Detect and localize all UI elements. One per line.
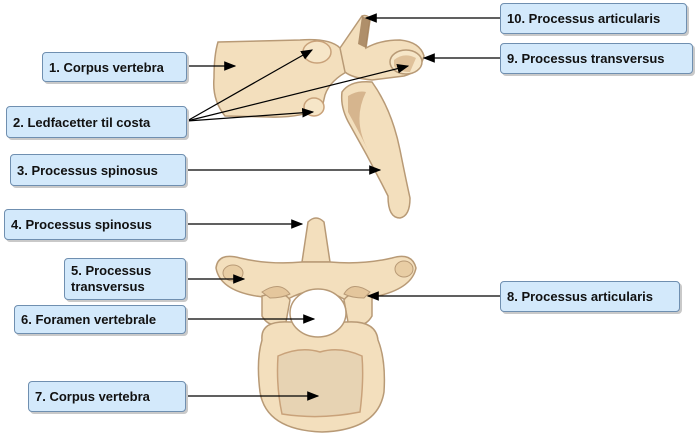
pointer-arrows xyxy=(186,13,500,401)
label-ledfacetter-til-costa: 2. Ledfacetter til costa xyxy=(6,106,187,138)
label-processus-articularis-top: 8. Processus articularis xyxy=(500,281,680,312)
arrow-2b xyxy=(186,63,410,122)
top-transverse-facet-right xyxy=(394,260,414,278)
arrow-2c xyxy=(186,107,315,122)
label-corpus-vertebra-side: 1. Corpus vertebra xyxy=(42,52,187,82)
label-processus-transversus-side: 9. Processus transversus xyxy=(500,43,693,74)
label-foramen-vertebrale: 6. Foramen vertebrale xyxy=(14,305,186,334)
label-processus-spinosus-side: 3. Processus spinosus xyxy=(10,154,186,186)
label-corpus-vertebra-top: 7. Corpus vertebra xyxy=(28,381,186,412)
rib-facet-upper xyxy=(302,40,332,64)
top-articular-process-right xyxy=(343,286,371,299)
top-foramen-vertebrale xyxy=(289,288,347,338)
label-processus-spinosus-top: 4. Processus spinosus xyxy=(4,209,186,240)
top-articular-process-left xyxy=(261,286,291,299)
vertebra-top-view xyxy=(215,217,417,433)
top-spinous-process xyxy=(301,217,331,263)
label-processus-transversus-top: 5. Processus transversus xyxy=(64,258,186,300)
label-processus-articularis-side: 10. Processus articularis xyxy=(500,3,687,34)
rib-facet-lower xyxy=(303,97,325,117)
arrow-2a xyxy=(186,49,314,122)
